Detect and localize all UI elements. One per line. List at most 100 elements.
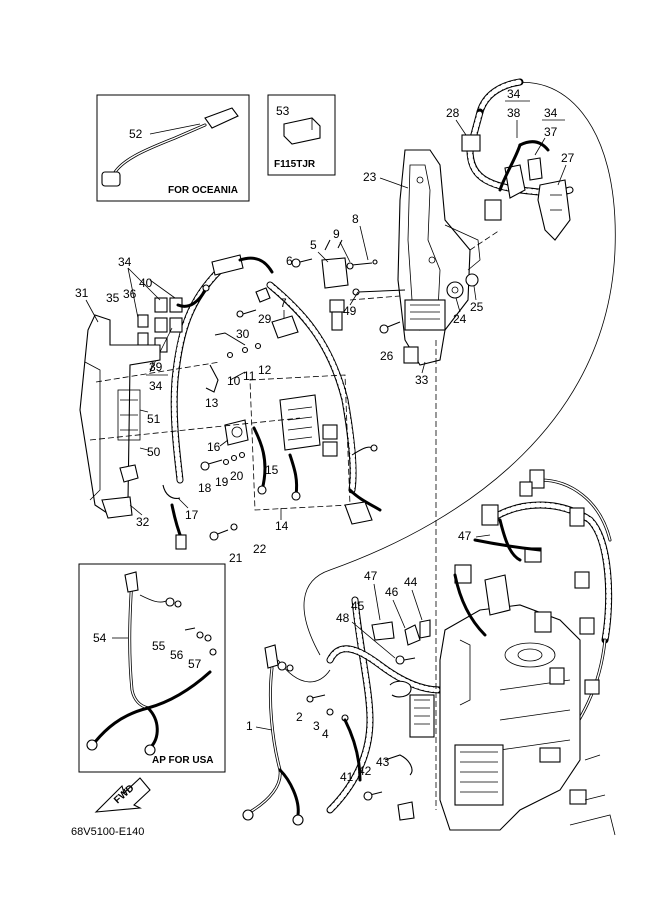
callout-56: 56 <box>170 648 184 662</box>
callout-17: 17 <box>185 508 199 522</box>
callout-51: 51 <box>147 412 161 426</box>
callout-47b: 47 <box>364 569 378 583</box>
callout-7: 7 <box>280 296 287 310</box>
callout-19: 19 <box>215 475 229 489</box>
fuse-7-icon <box>271 315 299 339</box>
boot-17-icon <box>162 484 181 499</box>
callout-2: 2 <box>296 710 303 724</box>
callout-23: 23 <box>363 170 377 184</box>
callout-55: 55 <box>152 639 166 653</box>
callout-14: 14 <box>275 519 289 533</box>
callout-34b: 34 <box>544 106 558 120</box>
callout-53: 53 <box>276 104 290 118</box>
fwd-arrow: FWD <box>94 777 151 813</box>
callout-45: 45 <box>351 599 365 613</box>
clip-26-icon <box>403 346 419 364</box>
clamp-45-icon <box>371 621 395 641</box>
callout-12: 12 <box>258 363 272 377</box>
engine-block <box>409 574 616 836</box>
callout-33: 33 <box>415 373 429 387</box>
connector-icon <box>101 171 121 187</box>
callout-20: 20 <box>230 469 244 483</box>
callout-8: 8 <box>352 212 359 226</box>
callout-34a: 34 <box>507 87 521 101</box>
callout-54: 54 <box>93 631 107 645</box>
callout-43: 43 <box>376 755 390 769</box>
callout-38: 38 <box>507 106 521 120</box>
callout-24: 24 <box>453 312 467 326</box>
rectifier-icon <box>404 299 446 331</box>
relay-5-icon <box>321 257 349 289</box>
callout-44: 44 <box>404 575 418 589</box>
right-side-parts <box>379 273 479 810</box>
callout-26: 26 <box>380 349 394 363</box>
callout-16: 16 <box>207 440 221 454</box>
center-small-parts <box>162 239 406 550</box>
bottom-center-parts <box>242 619 431 826</box>
callout-28: 28 <box>446 106 460 120</box>
callout-49: 49 <box>343 304 357 318</box>
top-right-connectors <box>461 134 571 241</box>
connector-icon <box>484 199 502 221</box>
harness-connectors-right <box>453 469 600 695</box>
callout-35: 35 <box>106 291 120 305</box>
callout-40: 40 <box>139 276 153 290</box>
inset-f115tjr: 53 F115TJR <box>267 94 336 176</box>
callout-21: 21 <box>229 551 243 565</box>
callout-11: 11 <box>243 369 256 383</box>
cdi-unit-icon <box>454 744 504 806</box>
callout-32: 32 <box>136 515 150 529</box>
callout-37: 37 <box>544 125 558 139</box>
callout-50: 50 <box>147 445 161 459</box>
callout-3: 3 <box>313 719 320 733</box>
callout-41: 41 <box>340 770 354 784</box>
callout-57: 57 <box>188 657 202 671</box>
relay-connector-icon <box>283 117 321 145</box>
callout-22: 22 <box>253 542 267 556</box>
electrical-bracket <box>349 149 501 366</box>
callout-27: 27 <box>561 151 575 165</box>
inset-ap-usa: 54 55 56 57 AP FOR USA <box>78 563 226 773</box>
connector-28-icon <box>461 134 481 152</box>
callout-6: 6 <box>286 254 293 268</box>
callout-34c: 34 <box>118 255 132 269</box>
cap-16-icon <box>224 419 249 446</box>
inset-oceania: 52 FOR OCEANIA <box>96 94 250 202</box>
coupler-icon <box>211 254 244 276</box>
callout-47a: 47 <box>458 529 472 543</box>
callout-39: 39 <box>149 360 163 374</box>
drawing-code: 68V5100-E140 <box>71 826 144 838</box>
coupler-icon <box>529 469 545 489</box>
callout-48: 48 <box>336 611 350 625</box>
electrical-cover <box>79 314 301 519</box>
fuse-holder-icon <box>204 107 239 129</box>
battery-terminal-icon <box>124 571 139 593</box>
inset-caption-oceania: FOR OCEANIA <box>168 185 238 196</box>
callout-4: 4 <box>322 727 329 741</box>
callout-34d: 34 <box>149 379 163 393</box>
inset-caption-f115tjr: F115TJR <box>274 159 316 170</box>
callout-52: 52 <box>129 127 143 141</box>
callout-numbers: 28 34 38 34 37 27 23 8 9 5 6 49 24 25 26… <box>75 87 575 784</box>
callout-46: 46 <box>385 585 399 599</box>
callout-1: 1 <box>246 719 253 733</box>
callout-29: 29 <box>258 312 272 326</box>
callout-15: 15 <box>265 463 279 477</box>
inset-caption-ap-usa: AP FOR USA <box>152 755 214 766</box>
callout-9: 9 <box>333 227 340 241</box>
callout-13: 13 <box>205 396 219 410</box>
callout-36: 36 <box>123 287 137 301</box>
callout-18: 18 <box>198 481 212 495</box>
callout-42: 42 <box>358 764 372 778</box>
callout-25: 25 <box>470 300 484 314</box>
callout-5: 5 <box>310 238 317 252</box>
callout-31: 31 <box>75 286 89 300</box>
callout-10: 10 <box>227 374 241 388</box>
battery-terminal-icon <box>264 644 279 669</box>
fuse-box-icon <box>279 394 321 451</box>
terminal-13-icon <box>205 364 219 393</box>
grommet-24-icon <box>446 281 464 299</box>
callout-30: 30 <box>236 327 250 341</box>
